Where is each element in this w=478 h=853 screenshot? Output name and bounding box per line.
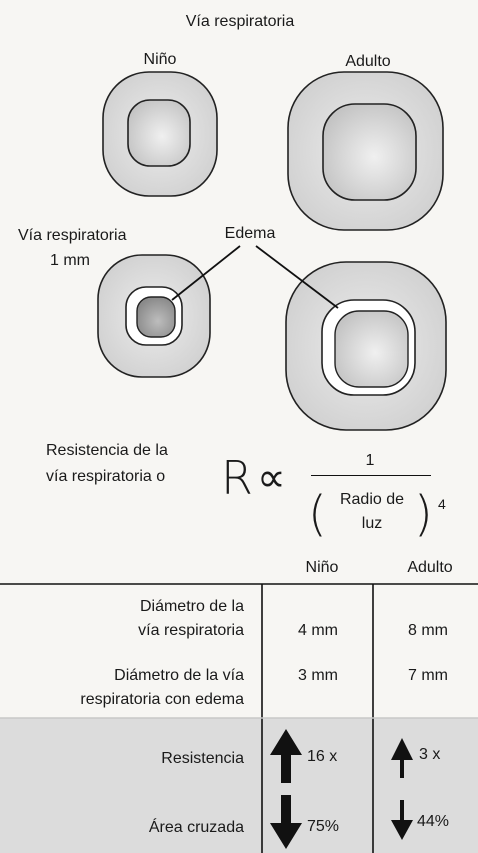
airway-1mm-label-line1: Vía respiratoria [18, 227, 127, 244]
right-paren: ) [414, 486, 433, 542]
formula-denominator-line2: luz [361, 515, 383, 532]
row3-child-value: 16 x [307, 748, 338, 765]
row3-adult-value: 3 x [419, 746, 441, 763]
row2-adult-value: 7 mm [408, 667, 448, 684]
formula-r: R [221, 451, 253, 505]
child-airway-normal [102, 71, 218, 197]
formula-description-line2: vía respiratoria o [46, 468, 166, 485]
row2-label-line1: Diámetro de la vía [114, 667, 244, 684]
formula-numerator: 1 [365, 452, 375, 469]
table-header-child: Niño [305, 559, 339, 576]
adult-airway-edema [285, 261, 447, 431]
row1-child-value: 4 mm [298, 622, 338, 639]
formula-description-line1: Resistencia de la [46, 442, 168, 459]
row4-child-value: 75% [307, 818, 340, 835]
row1-label-line2: vía respiratoria [138, 622, 244, 639]
diagram-title: Vía respiratoria [185, 13, 295, 30]
down-arrow-icon [391, 800, 413, 840]
table-header-adult: Adulto [407, 559, 453, 576]
child-label: Niño [143, 51, 177, 68]
formula-exponent: 4 [438, 496, 446, 512]
fraction-bar [311, 475, 431, 476]
airway-1mm-label-line2: 1 mm [50, 252, 90, 269]
table-lines [0, 583, 478, 853]
row4-adult-value: 44% [417, 813, 450, 830]
edema-pointer-lines [171, 245, 339, 309]
up-arrow-icon [391, 738, 413, 778]
child-airway-edema [97, 254, 211, 378]
row1-label-line1: Diámetro de la [139, 598, 244, 615]
row2-child-value: 3 mm [298, 667, 338, 684]
row1-adult-value: 8 mm [408, 622, 448, 639]
left-paren: ( [308, 486, 327, 542]
formula-denominator-line1: Radio de [339, 491, 405, 508]
row3-label: Resistencia [161, 750, 244, 767]
row2-label-line2: respiratoria con edema [80, 691, 244, 708]
adult-airway-normal [287, 71, 444, 231]
up-arrow-icon [270, 729, 302, 783]
edema-label: Edema [224, 225, 276, 242]
row4-label: Área cruzada [148, 819, 244, 836]
adult-label: Adulto [345, 53, 391, 70]
down-arrow-icon [270, 795, 302, 849]
proportional-symbol: ∝ [257, 455, 286, 501]
